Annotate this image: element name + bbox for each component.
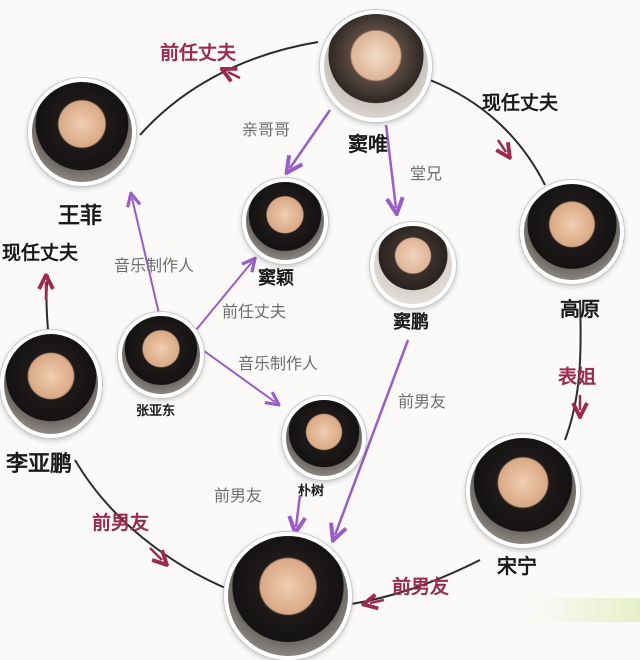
label-ex-boyfriend-2: 前男友 xyxy=(214,486,263,505)
purple-arrow-zhang-douying xyxy=(195,262,252,331)
purple-arrow-douwei-doupeng xyxy=(384,124,396,208)
portrait-pushu xyxy=(282,396,366,480)
circle-arc-douwei-wangfei xyxy=(139,41,319,136)
portrait-gaoyuan xyxy=(520,180,624,284)
name-songning: 宋宁 xyxy=(497,554,537,578)
portrait-douwei xyxy=(320,10,432,122)
portrait-bottom-woman xyxy=(224,532,352,660)
connector-lines xyxy=(0,41,640,622)
label-current-husband-left: 现任丈夫 xyxy=(2,242,79,264)
relationship-diagram: 窦唯 王菲 高原 窦颖 窦鹏 张亚东 李亚鹏 朴树 宋宁 前任丈夫 现任丈夫 现… xyxy=(0,10,640,660)
purple-arrow-doupeng-bottom xyxy=(335,339,410,535)
name-douwei: 窦唯 xyxy=(348,132,388,156)
portrait-liyapeng xyxy=(0,330,102,438)
name-liyapeng: 李亚鹏 xyxy=(6,452,73,477)
circle-arc-douwei-gaoyuan xyxy=(429,79,546,186)
label-ex-boyfriend-3: 前男友 xyxy=(92,512,150,534)
circle-arc-gaoyuan-songning xyxy=(564,299,582,441)
label-ex-boyfriend-4: 前男友 xyxy=(392,576,450,598)
label-music-producer-1: 音乐制作人 xyxy=(114,256,195,275)
name-pushu: 朴树 xyxy=(298,484,325,499)
name-wangfei: 王菲 xyxy=(58,204,103,229)
label-current-husband-right: 现任丈夫 xyxy=(482,92,559,114)
label-ex-husband-2: 前任丈夫 xyxy=(222,302,287,321)
portrait-douying xyxy=(242,178,328,264)
label-ex-husband: 前任丈夫 xyxy=(160,42,237,64)
purple-arrow-douwei-douying xyxy=(290,109,332,168)
portrait-wangfei xyxy=(28,78,136,186)
red-arrow-ex-bf-bottom xyxy=(370,600,385,603)
label-cousin-sister: 表姐 xyxy=(558,366,597,388)
purple-arrow-zhang-pushu xyxy=(199,347,275,402)
portrait-songning xyxy=(466,434,580,548)
label-cousin-brother: 堂兄 xyxy=(410,164,443,183)
circle-arc-liyapeng-bottom xyxy=(74,459,231,591)
corner-watermark xyxy=(530,598,640,622)
purple-arrow-pushu-bottom xyxy=(296,494,300,527)
name-doupeng: 窦鹏 xyxy=(393,312,429,333)
label-music-producer-2: 音乐制作人 xyxy=(238,354,319,373)
label-elder-brother: 亲哥哥 xyxy=(242,120,291,139)
name-zhangyadong: 张亚东 xyxy=(136,404,176,419)
name-gaoyuan: 高原 xyxy=(560,297,600,321)
portrait-doupeng xyxy=(370,222,456,308)
portrait-zhangyadong xyxy=(118,312,204,398)
red-arrow-ex-bf-left xyxy=(149,547,162,560)
red-arrow-current-husband-right xyxy=(498,139,506,152)
red-arrow-ex-husband xyxy=(228,72,241,78)
name-douying: 窦颖 xyxy=(258,268,294,289)
purple-arrow-zhang-wangfei xyxy=(132,198,161,319)
label-ex-boyfriend-1: 前男友 xyxy=(398,392,447,411)
